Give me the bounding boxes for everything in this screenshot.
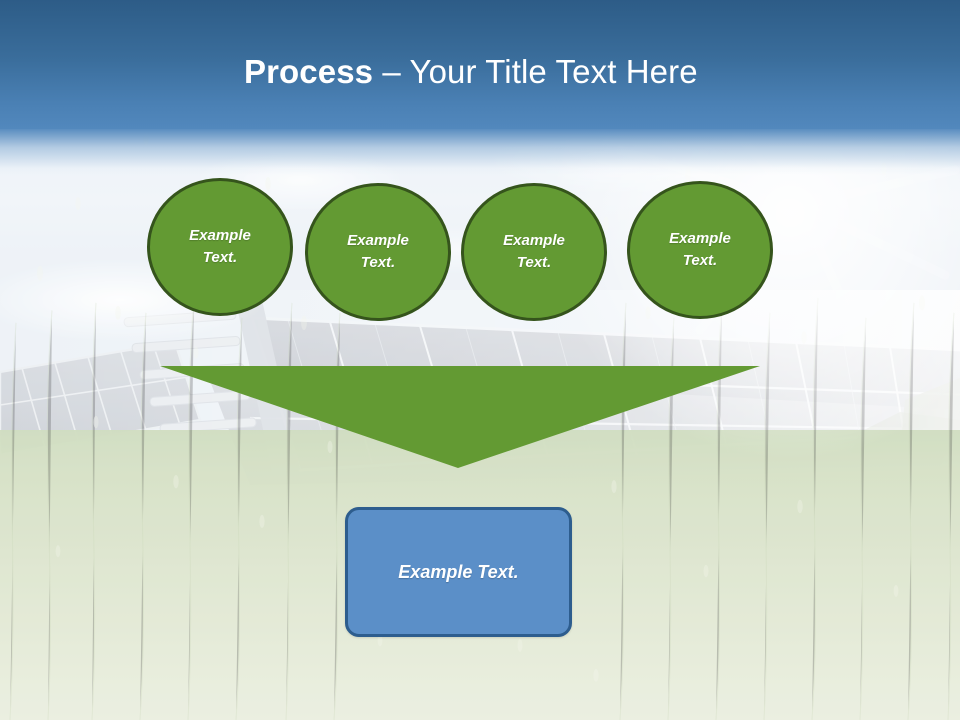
process-step-label-3: Example Text.: [484, 230, 584, 274]
process-step-label-3-line2: Text.: [516, 254, 552, 271]
process-step-circle-4[interactable]: Example Text.: [627, 181, 773, 319]
process-step-label-1: Example Text.: [170, 225, 270, 269]
title-band-fade: [0, 129, 960, 175]
process-step-label-3-line1: Example: [503, 232, 565, 249]
result-box[interactable]: Example Text.: [345, 507, 572, 637]
process-step-label-4-line1: Example: [669, 230, 731, 247]
process-step-circle-1[interactable]: Example Text.: [147, 178, 293, 316]
process-step-label-4: Example Text.: [650, 228, 750, 272]
down-arrow-icon[interactable]: [160, 363, 760, 471]
process-step-label-2-line1: Example: [347, 232, 409, 249]
result-box-label: Example Text.: [398, 562, 519, 582]
process-step-label-1-line1: Example: [189, 227, 251, 244]
page-title-bold: Process: [244, 53, 374, 90]
page-title: Process – Your Title Text Here: [244, 51, 698, 93]
process-step-label-4-line2: Text.: [682, 252, 718, 269]
process-step-circle-2[interactable]: Example Text.: [305, 183, 451, 321]
process-step-label-1-line2: Text.: [202, 249, 238, 266]
process-step-circle-3[interactable]: Example Text.: [461, 183, 607, 321]
process-step-label-2: Example Text.: [328, 230, 428, 274]
process-step-label-2-line2: Text.: [360, 254, 396, 271]
page-title-light: – Your Title Text Here: [373, 53, 698, 90]
title-band: [0, 0, 960, 129]
